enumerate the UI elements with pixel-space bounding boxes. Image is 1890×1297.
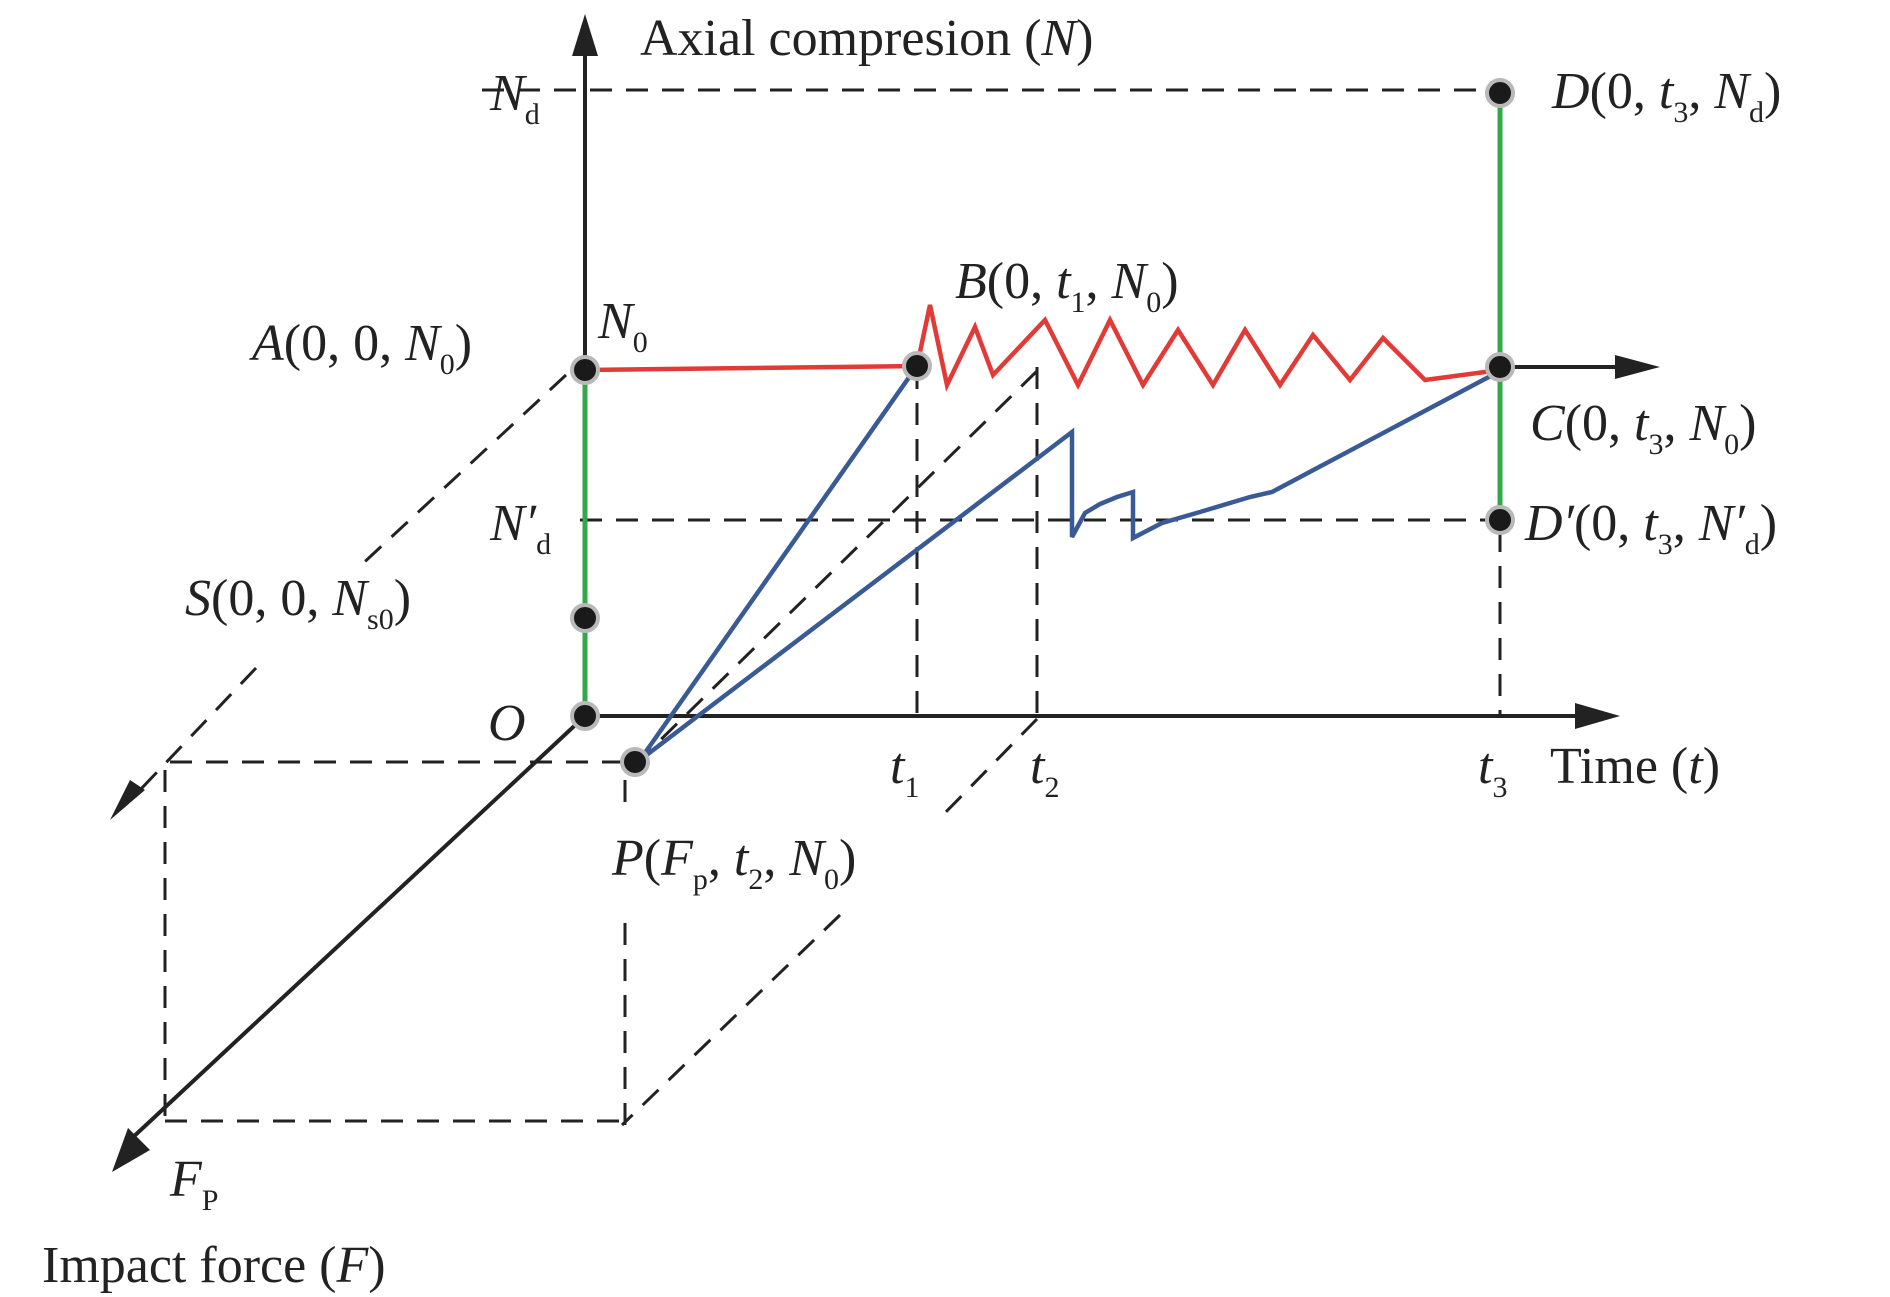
n-axis-title: Axial compresion (N) [640,10,1093,67]
origin-label: O [488,695,526,752]
point-c [1485,352,1515,382]
point-a-label: A(0, 0, N0) [249,315,472,381]
t2-front-guide [938,717,1039,820]
point-p [620,747,650,777]
t-axis-title: Time (t) [1550,738,1720,795]
point-dp-label: D′(0, t3, N′d) [1524,495,1777,561]
t1-tick-label: t1 [890,738,919,804]
red-axial-curve [584,304,1501,392]
t-axis-arrowhead [1575,703,1620,729]
dashed-guides [138,88,1502,1127]
f-axis-title: Impact force (F) [42,1237,386,1294]
point-d-label: D(0, t3, Nd) [1551,63,1781,129]
point-s [570,603,600,633]
n-axis-arrowhead [572,14,598,56]
f-axis-arrowhead [112,1128,150,1172]
point-o [570,701,600,731]
blue-load-path-2 [638,369,1502,762]
point-dp [1485,505,1515,535]
point-c-label: C(0, t3, N0) [1530,395,1756,461]
points [570,78,1515,777]
n0-tick-label: N0 [597,293,648,359]
a-depth-guide [356,373,568,570]
t3-tick-label: t3 [1478,738,1507,804]
point-b [902,351,932,381]
t2-depth-guide [638,369,1039,762]
blue-load-path-1 [638,364,919,762]
point-s-label: S(0, 0, Ns0) [185,570,411,636]
nd-tick-label: Nd [489,65,540,131]
t2-front-guide-lower [620,913,842,1127]
f-axis [128,714,587,1142]
point-a [570,355,600,385]
n0-arrowhead [1615,355,1660,379]
point-d [1485,78,1515,108]
ndp-tick-label: N′d [489,495,551,561]
point-p-label: P(Fp, t2, N0) [611,830,856,896]
s-axis-arrowhead [110,780,145,820]
t2-tick-label: t2 [1030,738,1059,804]
fp-tick-label: FP [169,1151,218,1217]
s-depth-guide [138,666,258,792]
point-b-label: B(0, t1, N0) [955,253,1179,319]
